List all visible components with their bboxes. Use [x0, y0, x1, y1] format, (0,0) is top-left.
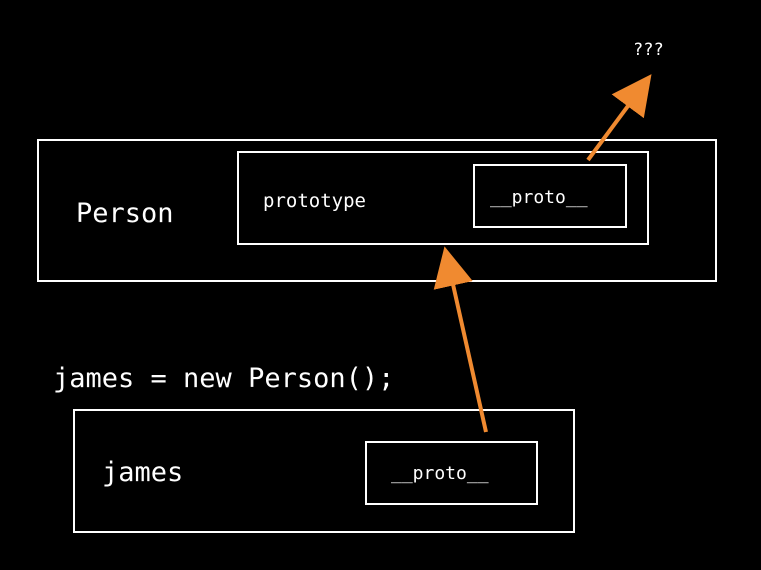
prototype-box [237, 151, 649, 245]
prototype-proto-to-unknown-arrow [586, 74, 652, 162]
james-proto-to-prototype-arrow [433, 246, 488, 433]
unknown-label: ??? [633, 40, 664, 60]
james-box [73, 409, 575, 533]
james-proto-label: __proto__ [391, 463, 489, 484]
james-label: james [102, 457, 184, 488]
constructor-statement: james = new Person(); [53, 363, 395, 394]
prototype-proto-label: __proto__ [490, 187, 588, 208]
person-box [37, 139, 717, 282]
prototype-proto-box [473, 164, 627, 228]
person-label: Person [76, 198, 174, 229]
james-proto-box [365, 441, 538, 505]
prototype-label: prototype [263, 190, 366, 212]
